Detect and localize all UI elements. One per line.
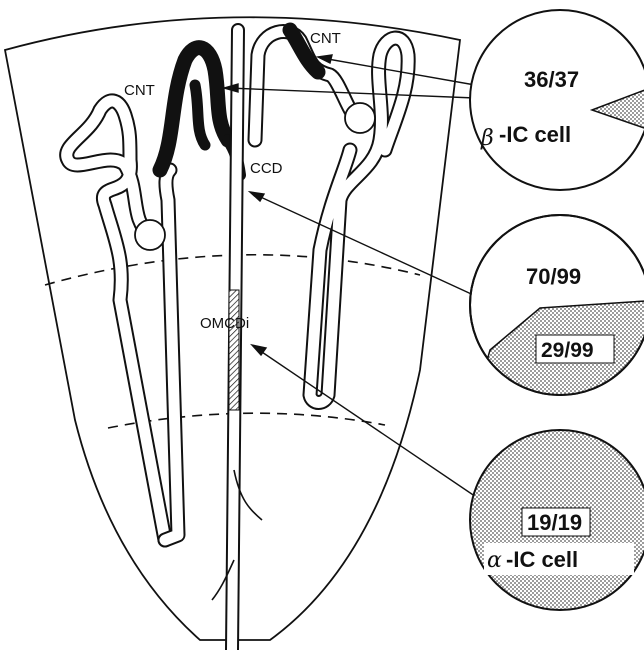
- circle1-cell-type: -IC cell: [499, 122, 571, 147]
- circle2-fraction-main: 70/99: [526, 264, 581, 289]
- right-glomerulus: [345, 103, 375, 133]
- omcdi-hatched-segment: [229, 290, 239, 410]
- circle-mixed: 70/99 29/99: [470, 215, 644, 420]
- label-omcdi: OMCDi: [200, 315, 249, 332]
- circle2-fraction-minor: 29/99: [541, 339, 594, 362]
- beta-symbol: β: [480, 126, 494, 151]
- label-cnt-left: CNT: [124, 82, 155, 99]
- alpha-symbol: α: [487, 548, 502, 573]
- circle-beta-ic: 36/37 β -IC cell: [470, 10, 644, 190]
- label-ccd: CCD: [250, 160, 283, 177]
- circle1-fraction: 36/37: [524, 67, 579, 92]
- label-cnt-top: CNT: [310, 30, 341, 47]
- left-glomerulus: [135, 220, 165, 250]
- circle-alpha-ic: 19/19 α -IC cell: [470, 430, 644, 610]
- circle3-cell-type: -IC cell: [506, 547, 578, 572]
- circle3-fraction: 19/19: [527, 510, 582, 535]
